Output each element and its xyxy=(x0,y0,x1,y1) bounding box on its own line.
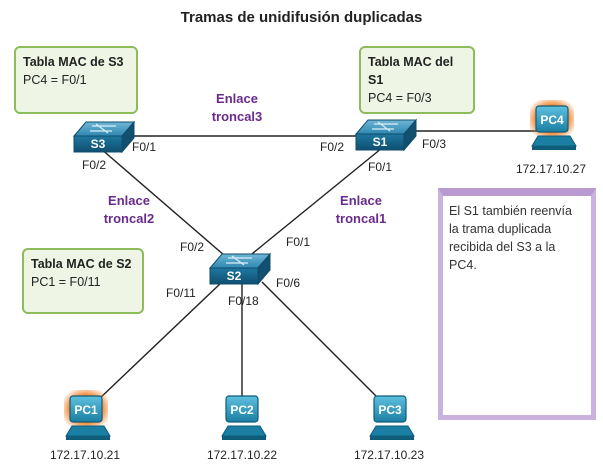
mac-table-s2-title: Tabla MAC de S2 xyxy=(31,257,132,271)
mac-table-s2-entry: PC1 = F0/11 xyxy=(31,275,101,289)
port-s1-f02: F0/2 xyxy=(320,140,345,154)
note-box: El S1 también reenvía la trama duplicada… xyxy=(438,188,596,420)
mac-table-s3-entry: PC4 = F0/1 xyxy=(23,73,87,87)
mac-table-s1: Tabla MAC del S1 PC4 = F0/3 xyxy=(359,46,475,114)
pc2-label: PC2 xyxy=(230,403,254,417)
pc1: PC1 xyxy=(64,390,111,440)
port-s2-f06: F0/6 xyxy=(276,276,301,290)
port-s1-f01: F0/1 xyxy=(368,160,393,174)
port-s2-f011: F0/11 xyxy=(166,286,196,300)
pc4-label: PC4 xyxy=(540,113,564,127)
pc3-ip: 172.17.10.23 xyxy=(353,448,425,462)
switch-s1-label: S1 xyxy=(373,135,388,149)
link-label-trunk2: Enlace troncal2 xyxy=(103,193,155,226)
mac-table-s3: Tabla MAC de S3 PC4 = F0/1 xyxy=(14,46,138,114)
port-s3-f01: F0/1 xyxy=(132,140,157,154)
pc2: PC2 xyxy=(221,395,267,440)
switch-s2: S2 xyxy=(208,252,272,286)
mac-table-s1-entry: PC4 = F0/3 xyxy=(368,91,432,105)
pc3: PC3 xyxy=(369,395,415,440)
link-label-trunk3: Enlace troncal3 xyxy=(211,91,263,124)
switch-s3-label: S3 xyxy=(91,137,106,151)
pc3-label: PC3 xyxy=(378,403,402,417)
port-s2-f01: F0/1 xyxy=(286,235,311,249)
note-text: El S1 también reenvía la trama duplicada… xyxy=(449,204,572,272)
port-s3-f02: F0/2 xyxy=(82,158,107,172)
link-s3-s2 xyxy=(99,147,233,263)
link-s1-s2 xyxy=(241,147,383,263)
switch-s3: S3 xyxy=(72,120,136,154)
switch-s2-label: S2 xyxy=(227,269,242,283)
port-s2-f02: F0/2 xyxy=(180,240,205,254)
pc1-label: PC1 xyxy=(74,403,98,417)
pc2-ip: 172.17.10.22 xyxy=(206,448,278,462)
mac-table-s3-title: Tabla MAC de S3 xyxy=(23,55,124,69)
link-s2-pc3 xyxy=(261,281,381,401)
mac-table-s2: Tabla MAC de S2 PC1 = F0/11 xyxy=(22,248,144,314)
mac-table-s1-title: Tabla MAC del S1 xyxy=(368,55,454,87)
pc4: PC4 xyxy=(530,100,577,150)
pc1-ip: 172.17.10.21 xyxy=(49,448,121,462)
port-s1-f03: F0/3 xyxy=(422,137,447,151)
pc4-ip: 172.17.10.27 xyxy=(515,162,587,176)
link-s2-pc1 xyxy=(97,281,223,401)
switch-s1: S1 xyxy=(354,118,418,152)
diagram-title: Tramas de unidifusión duplicadas xyxy=(180,9,423,26)
link-label-trunk1: Enlace troncal1 xyxy=(335,193,387,226)
links xyxy=(97,130,540,401)
port-s2-f018: F0/18 xyxy=(228,294,259,308)
